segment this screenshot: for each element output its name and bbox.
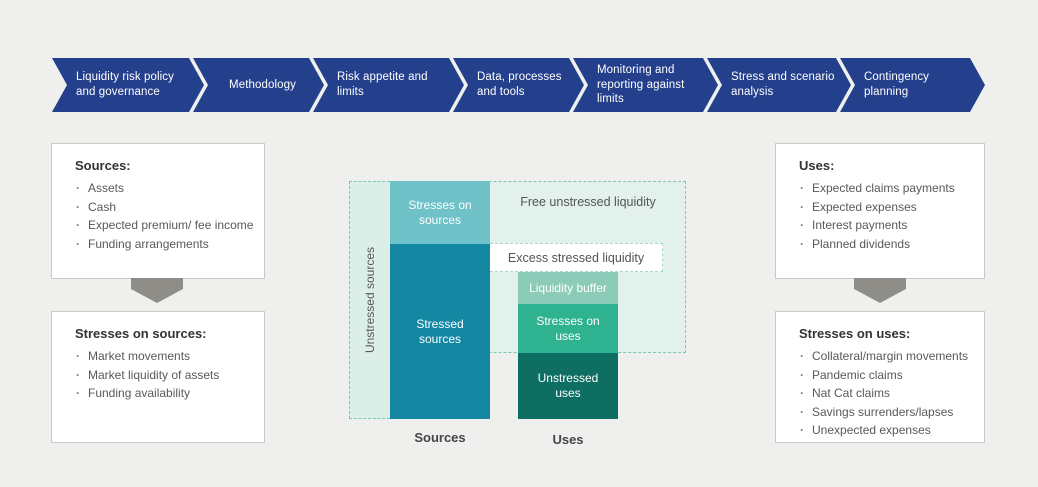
process-step-contingency: Contingency planning: [840, 58, 985, 112]
segment-liquidity-buffer: Liquidity buffer: [518, 272, 618, 304]
bullet-item: Interest payments: [799, 216, 976, 235]
stresses-on-sources-box-title: Stresses on sources:: [75, 326, 207, 341]
sources-box-title: Sources:: [75, 158, 131, 173]
process-step-label: Methodology: [229, 78, 296, 91]
process-step-label: Liquidity risk policy and governance: [76, 71, 174, 98]
segment-unstressed-uses: Unstressed uses: [518, 353, 618, 419]
bullet-item: Expected expenses: [799, 198, 976, 217]
uses-stacked-bar: Liquidity buffer Stresses on uses Unstre…: [518, 272, 618, 419]
uses-box: Uses: Expected claims payments Expected …: [775, 143, 985, 279]
free-unstressed-liquidity-label: Free unstressed liquidity: [520, 195, 656, 209]
unstressed-sources-axis-label: Unstressed sources: [363, 246, 377, 354]
process-step-label: Risk appetite and limits: [337, 71, 428, 98]
process-step-label: Stress and scenario analysis: [731, 71, 835, 98]
process-step-data-processes: Data, processes and tools: [453, 58, 584, 112]
process-step-risk-appetite: Risk appetite and limits: [313, 58, 464, 112]
bullet-item: Planned dividends: [799, 235, 976, 254]
down-arrow-icon: [131, 278, 183, 303]
stresses-on-sources-box: Stresses on sources: Market movements Ma…: [51, 311, 265, 443]
sources-bar-axis-label: Sources: [414, 430, 466, 445]
bullet-item: Market liquidity of assets: [75, 366, 256, 385]
process-bar: Liquidity risk policy and governance Met…: [52, 58, 985, 112]
bullet-item: Expected claims payments: [799, 179, 976, 198]
bullet-item: Nat Cat claims: [799, 384, 976, 403]
stresses-on-uses-box: Stresses on uses: Collateral/margin move…: [775, 311, 985, 443]
sources-box: Sources: Assets Cash Expected premium/ f…: [51, 143, 265, 279]
segment-label: Stresses on uses: [536, 313, 600, 343]
bullet-item: Market movements: [75, 347, 256, 366]
unstressed-sources-envelope-strip: Unstressed sources: [349, 181, 390, 419]
segment-stresses-on-uses: Stresses on uses: [518, 304, 618, 353]
bullet-item: Pandemic claims: [799, 366, 976, 385]
process-step-label: Data, processes and tools: [477, 71, 562, 98]
process-step-stress-scenario: Stress and scenario analysis: [707, 58, 851, 112]
stresses-on-uses-box-title: Stresses on uses:: [799, 326, 911, 341]
sources-stacked-bar: Stresses on sources Stressed sources: [390, 181, 490, 419]
excess-stressed-liquidity-box: Excess stressed liquidity: [490, 243, 663, 272]
bullet-item: Unexpected expenses: [799, 421, 976, 440]
segment-label: Stresses on sources: [408, 197, 472, 227]
bullet-item: Collateral/margin movements: [799, 347, 976, 366]
bullet-item: Expected premium/ fee income: [75, 216, 256, 235]
bullet-item: Cash: [75, 198, 256, 217]
bullet-item: Savings surrenders/lapses: [799, 403, 976, 422]
process-step-label: Monitoring and reporting against limits: [597, 63, 685, 106]
segment-label: Unstressed uses: [537, 371, 599, 400]
process-step-label: Contingency planning: [864, 71, 930, 98]
uses-bar-axis-label: Uses: [552, 432, 584, 447]
bullet-item: Funding availability: [75, 384, 256, 403]
bullet-item: Funding arrangements: [75, 235, 256, 254]
excess-stressed-liquidity-label: Excess stressed liquidity: [507, 250, 645, 265]
down-arrow-icon: [854, 278, 906, 303]
process-step-monitoring: Monitoring and reporting against limits: [573, 58, 718, 112]
segment-label: Stressed sources: [416, 316, 464, 346]
segment-stressed-sources: Stressed sources: [390, 244, 490, 419]
bullet-item: Assets: [75, 179, 256, 198]
segment-stresses-on-sources: Stresses on sources: [390, 181, 490, 244]
process-step-policy-governance: Liquidity risk policy and governance: [52, 58, 204, 112]
segment-label: Liquidity buffer: [529, 280, 607, 295]
uses-box-title: Uses:: [799, 158, 835, 173]
process-step-methodology: Methodology: [193, 58, 324, 112]
